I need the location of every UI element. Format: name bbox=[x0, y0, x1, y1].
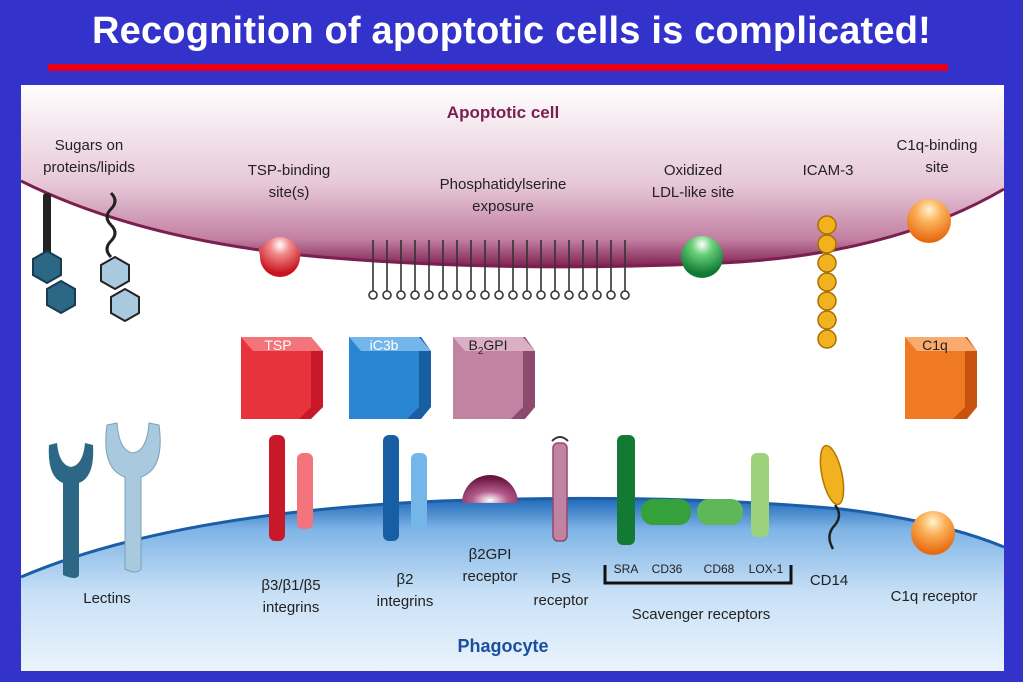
label-ps-receptor-line1: PS bbox=[551, 570, 571, 587]
label-c1q-site-line2: site bbox=[925, 159, 948, 176]
label-b2gpi-receptor-line1: β2GPI bbox=[469, 546, 512, 563]
lox1-receptor-icon bbox=[751, 453, 769, 537]
ps-receptor-icon bbox=[551, 436, 569, 542]
label-tsp-site-line1: TSP-binding bbox=[248, 162, 331, 179]
oxidized-ldl-site-icon bbox=[681, 236, 723, 278]
label-icam3: ICAM-3 bbox=[803, 162, 854, 179]
apoptotic-cell-membrane bbox=[21, 179, 1004, 269]
b3-integrin-beta-icon bbox=[297, 453, 313, 529]
label-b2-integrins-line2: integrins bbox=[377, 593, 434, 610]
label-ldl-line1: Oxidized bbox=[664, 162, 722, 179]
scavenger-bracket bbox=[603, 565, 793, 585]
label-cd14: CD14 bbox=[810, 572, 848, 589]
b2-integrin-alpha-icon bbox=[383, 435, 399, 541]
label-b3-integrins-line1: β3/β1/β5 bbox=[261, 577, 320, 594]
phagocyte-body bbox=[21, 498, 1004, 671]
title-underline bbox=[48, 64, 948, 71]
b2-integrin-beta-icon bbox=[411, 453, 427, 529]
label-ps-receptor-line2: receptor bbox=[533, 592, 588, 609]
icam3-chain-icon bbox=[817, 215, 837, 349]
tsp-bridge-label: TSP bbox=[264, 337, 291, 353]
label-b3-integrins-line2: integrins bbox=[263, 599, 320, 616]
slide-title: Recognition of apoptotic cells is compli… bbox=[92, 10, 931, 52]
tsp-binding-site-disc bbox=[260, 237, 300, 277]
sugar-lipid-icon bbox=[100, 191, 140, 323]
c1q-bridge-icon bbox=[905, 337, 977, 419]
label-tsp-site-line2: site(s) bbox=[269, 184, 310, 201]
b2gpi-bridge-icon bbox=[453, 337, 535, 419]
label-sugars-line2: proteins/lipids bbox=[43, 159, 135, 176]
label-lox1: LOX-1 bbox=[749, 562, 784, 576]
b2gpi-bridge-label: B2GPI bbox=[468, 337, 507, 357]
label-c1q-receptor: C1q receptor bbox=[891, 588, 978, 605]
label-sra: SRA bbox=[614, 562, 639, 576]
lectin-light-icon bbox=[105, 422, 161, 573]
apoptotic-cell-label: Apoptotic cell bbox=[447, 103, 559, 122]
label-ps-line2: exposure bbox=[472, 198, 534, 215]
label-cd68: CD68 bbox=[704, 562, 735, 576]
phosphatidylserine-lipids-icon bbox=[368, 240, 630, 300]
apoptotic-cell-body bbox=[21, 85, 1004, 267]
label-scavenger-receptors: Scavenger receptors bbox=[632, 606, 770, 623]
phagocyte-membrane bbox=[21, 496, 1004, 579]
c1q-binding-site-icon bbox=[907, 199, 951, 243]
label-ldl-line2: LDL-like site bbox=[652, 184, 735, 201]
label-sugars-line1: Sugars on bbox=[55, 137, 123, 154]
ic3b-bridge-icon bbox=[349, 337, 431, 419]
cd68-receptor-icon bbox=[697, 499, 743, 525]
phagocyte-label: Phagocyte bbox=[457, 636, 548, 656]
c1q-bridge-label: C1q bbox=[922, 337, 948, 353]
sugar-protein-icon bbox=[32, 193, 76, 315]
label-c1q-site-line1: C1q-binding bbox=[897, 137, 978, 154]
label-lectins: Lectins bbox=[83, 590, 131, 607]
tsp-bridge-icon bbox=[241, 337, 323, 419]
ic3b-bridge-label: iC3b bbox=[370, 337, 399, 353]
cd14-receptor-icon bbox=[819, 444, 845, 550]
b3-integrin-alpha-icon bbox=[269, 435, 285, 541]
b2gpi-receptor-icon bbox=[462, 475, 518, 503]
label-cd36: CD36 bbox=[652, 562, 683, 576]
cd36-receptor-icon bbox=[641, 499, 691, 525]
sra-receptor-icon bbox=[617, 435, 635, 545]
lectin-dark-icon bbox=[48, 443, 94, 578]
label-b2-integrins-line1: β2 bbox=[397, 571, 414, 588]
c1q-receptor-icon bbox=[911, 511, 955, 555]
diagram-canvas: Apoptotic cell Phagocyte Sugars on prote… bbox=[21, 85, 1004, 671]
label-b2gpi-receptor-line2: receptor bbox=[462, 568, 517, 585]
apoptotic-recognition-diagram: Apoptotic cell Phagocyte Sugars on prote… bbox=[21, 85, 1004, 671]
label-ps-line1: Phosphatidylserine bbox=[440, 176, 567, 193]
